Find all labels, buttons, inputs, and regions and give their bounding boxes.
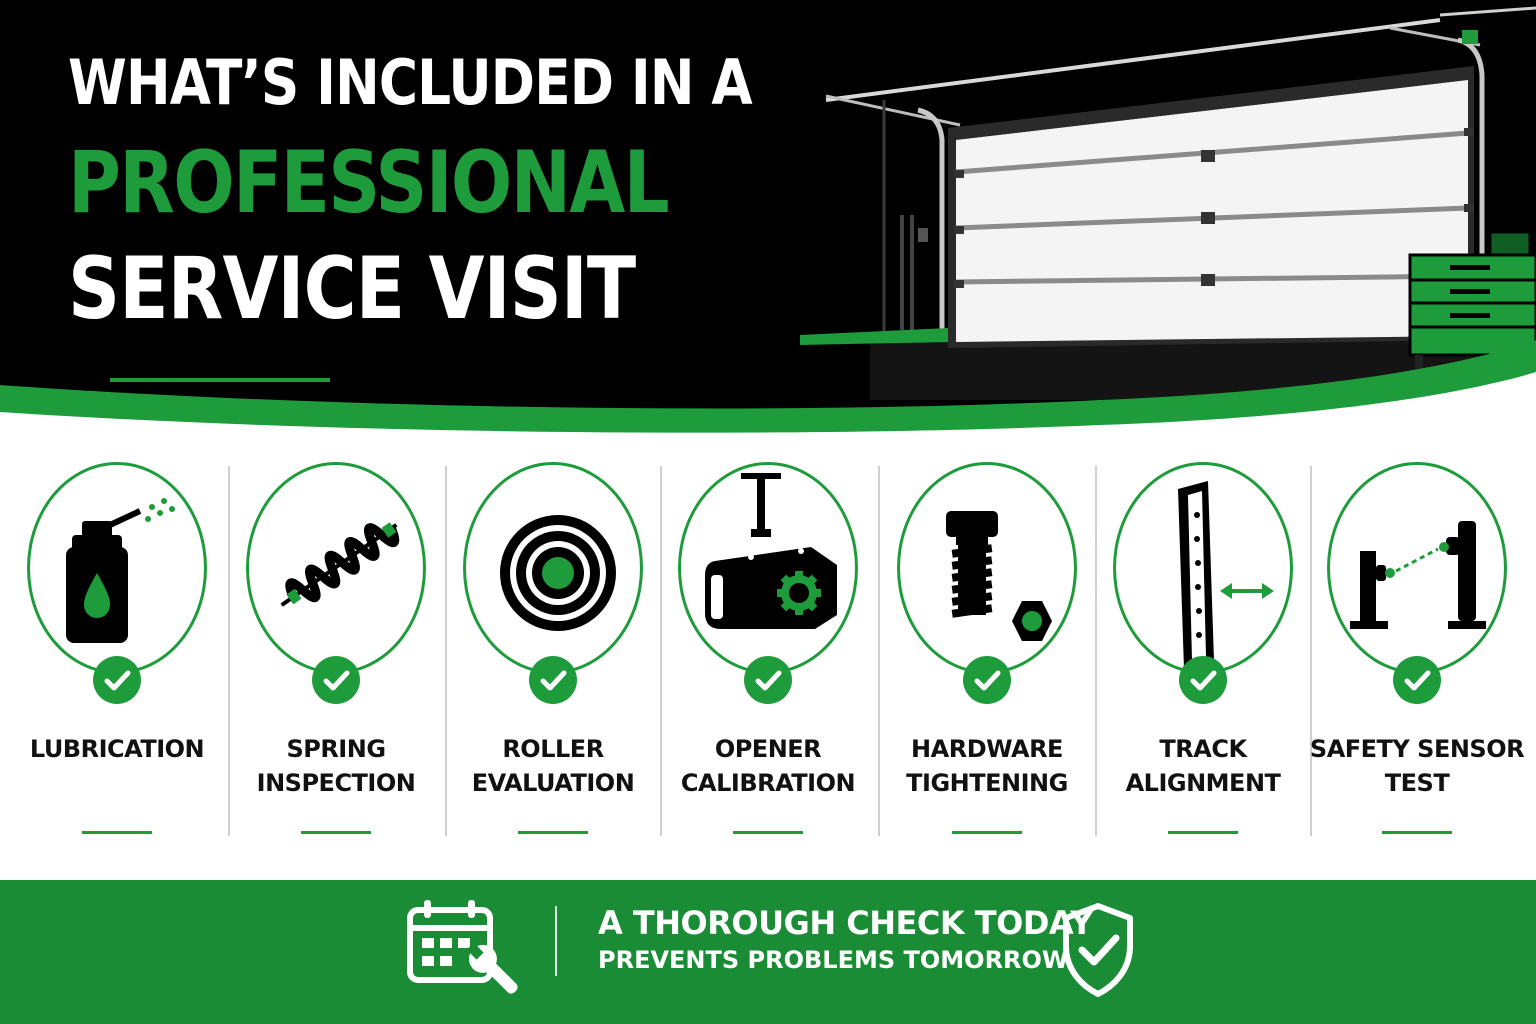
title-line-2: PROFESSIONAL: [68, 133, 670, 233]
item-divider: [1095, 466, 1097, 836]
checkmark-icon: [1393, 656, 1441, 704]
shield-check-icon: [1063, 903, 1133, 997]
checkmark-icon: [963, 656, 1011, 704]
checkmark-icon: [1179, 656, 1227, 704]
item-divider: [878, 466, 880, 836]
service-item-roller-evaluation: ROLLER EVALUATION: [444, 440, 662, 880]
icon-frame: [678, 462, 858, 674]
icon-frame: [1327, 462, 1507, 674]
footer-divider: [555, 906, 557, 976]
title-underline: [110, 378, 330, 382]
item-label: LUBRICATION: [29, 735, 205, 763]
item-underline: [82, 831, 152, 834]
checkmark-icon: [312, 656, 360, 704]
item-divider: [660, 466, 662, 836]
service-item-track-alignment: TRACK ALIGNMENT: [1094, 440, 1312, 880]
item-divider: [228, 466, 230, 836]
icon-frame: [27, 462, 207, 674]
page-title: WHAT’S INCLUDED IN A PROFESSIONAL SERVIC…: [68, 46, 863, 339]
checkmark-icon: [93, 656, 141, 704]
service-item-lubrication: LUBRICATION: [8, 440, 226, 880]
icon-frame: [463, 462, 643, 674]
icon-frame: [246, 462, 426, 674]
safety-sensor-icon: [1350, 521, 1486, 629]
item-underline: [952, 831, 1022, 834]
checkmark-icon: [744, 656, 792, 704]
item-label: SPRING INSPECTION: [256, 735, 416, 797]
item-label: HARDWARE TIGHTENING: [906, 735, 1068, 797]
bolt-nut-icon: [946, 511, 1052, 641]
calendar-wrench-icon: [407, 900, 518, 994]
hero-banner: WHAT’S INCLUDED IN A PROFESSIONAL SERVIC…: [0, 0, 1536, 440]
footer-headline: A THOROUGH CHECK TODAY: [598, 904, 1093, 942]
item-label: TRACK ALIGNMENT: [1125, 735, 1281, 797]
service-item-opener-calibration: OPENER CALIBRATION: [659, 440, 877, 880]
opener-gear-icon: [705, 473, 837, 629]
spring-icon: [280, 522, 400, 607]
item-underline: [1382, 831, 1452, 834]
footer-banner: A THOROUGH CHECK TODAY PREVENTS PROBLEMS…: [0, 880, 1536, 1024]
item-underline: [518, 831, 588, 834]
title-line-1: WHAT’S INCLUDED IN A: [68, 46, 753, 119]
item-label: SAFETY SENSOR TEST: [1309, 735, 1525, 797]
service-items-list: LUBRICATION SPRING INSPECTION: [0, 440, 1536, 880]
spray-can-icon: [66, 498, 175, 643]
item-underline: [1168, 831, 1238, 834]
icon-frame: [897, 462, 1077, 674]
service-item-safety-sensor-test: SAFETY SENSOR TEST: [1308, 440, 1526, 880]
item-label: ROLLER EVALUATION: [471, 735, 635, 797]
item-underline: [301, 831, 371, 834]
item-underline: [733, 831, 803, 834]
garage-illustration: [0, 0, 1536, 440]
checkmark-icon: [529, 656, 577, 704]
track-icon: [1178, 481, 1274, 669]
item-divider: [1310, 466, 1312, 836]
item-label: OPENER CALIBRATION: [680, 735, 856, 797]
footer-subline: PREVENTS PROBLEMS TOMORROW: [598, 946, 1069, 974]
service-item-spring-inspection: SPRING INSPECTION: [227, 440, 445, 880]
item-divider: [445, 466, 447, 836]
roller-icon: [500, 515, 616, 631]
service-item-hardware-tightening: HARDWARE TIGHTENING: [878, 440, 1096, 880]
title-line-3: SERVICE VISIT: [68, 239, 636, 339]
icon-frame: [1113, 462, 1293, 674]
